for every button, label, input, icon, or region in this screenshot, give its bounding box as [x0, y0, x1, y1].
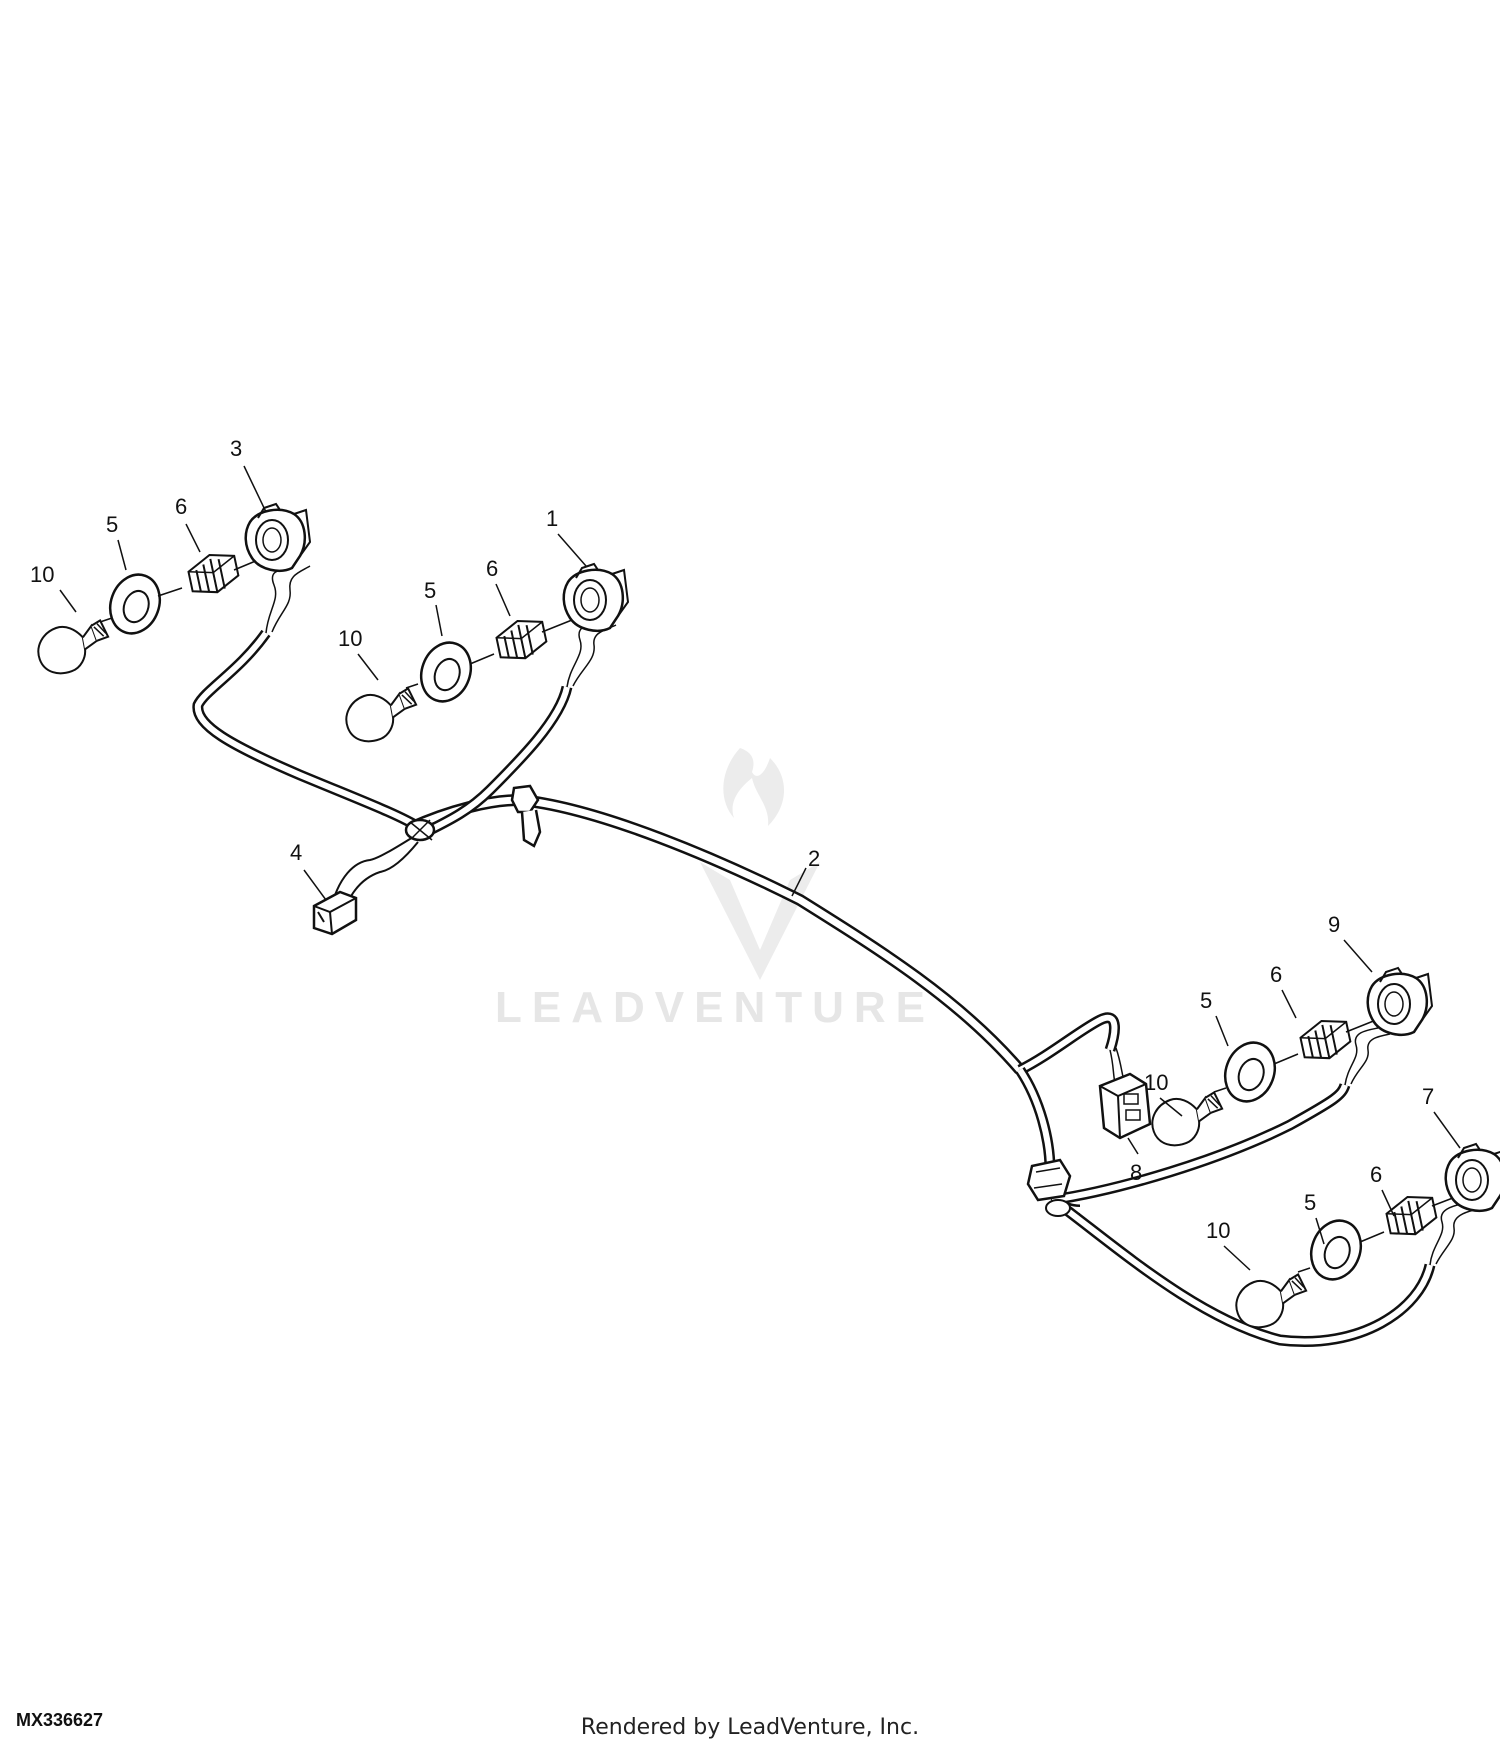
callout-9: 9 [1328, 912, 1340, 937]
callout-10-a: 10 [30, 562, 54, 587]
callout-2: 2 [808, 846, 820, 871]
footer-credit: Rendered by LeadVenture, Inc. [580, 1715, 920, 1740]
callout-3: 3 [230, 436, 242, 461]
lamp-assembly-7 [1228, 1142, 1500, 1336]
callout-5-b: 5 [424, 578, 436, 603]
callout-4: 4 [290, 840, 302, 865]
callout-7: 7 [1422, 1084, 1434, 1109]
harness-main-cable [407, 793, 1025, 1074]
harness-junction-right [1026, 1158, 1072, 1217]
callout-10-b: 10 [338, 626, 362, 651]
harness-right-branches [1015, 1012, 1475, 1347]
callout-6-d: 6 [1370, 1162, 1382, 1187]
callout-5-a: 5 [106, 512, 118, 537]
watermark-text: LEADVENTURE [495, 983, 935, 1032]
leader-lines [59, 465, 1461, 1271]
callout-5-c: 5 [1200, 988, 1212, 1013]
callout-6-a: 6 [175, 494, 187, 519]
harness-junction-left [404, 818, 436, 842]
watermark: LEADVENTURE [495, 748, 935, 1032]
lamp-assembly-9 [1144, 966, 1434, 1154]
connector-8 [1098, 1072, 1152, 1140]
callout-10-c: 10 [1144, 1070, 1168, 1095]
cable-clip [510, 784, 542, 848]
callout-5-d: 5 [1304, 1190, 1316, 1215]
callout-8: 8 [1130, 1160, 1142, 1185]
callout-10-d: 10 [1206, 1218, 1230, 1243]
callout-6-b: 6 [486, 556, 498, 581]
lamp-assembly-3 [30, 502, 312, 682]
callout-6-c: 6 [1270, 962, 1282, 987]
callout-1: 1 [546, 506, 558, 531]
connector-4 [312, 890, 358, 936]
callout-labels: 10 5 6 3 10 5 6 1 4 2 10 5 6 9 8 10 5 6 … [30, 436, 1434, 1243]
figure-id: MX336627 [16, 1710, 104, 1730]
lamp-assembly-1 [338, 562, 630, 750]
harness-left-branches [192, 565, 617, 907]
